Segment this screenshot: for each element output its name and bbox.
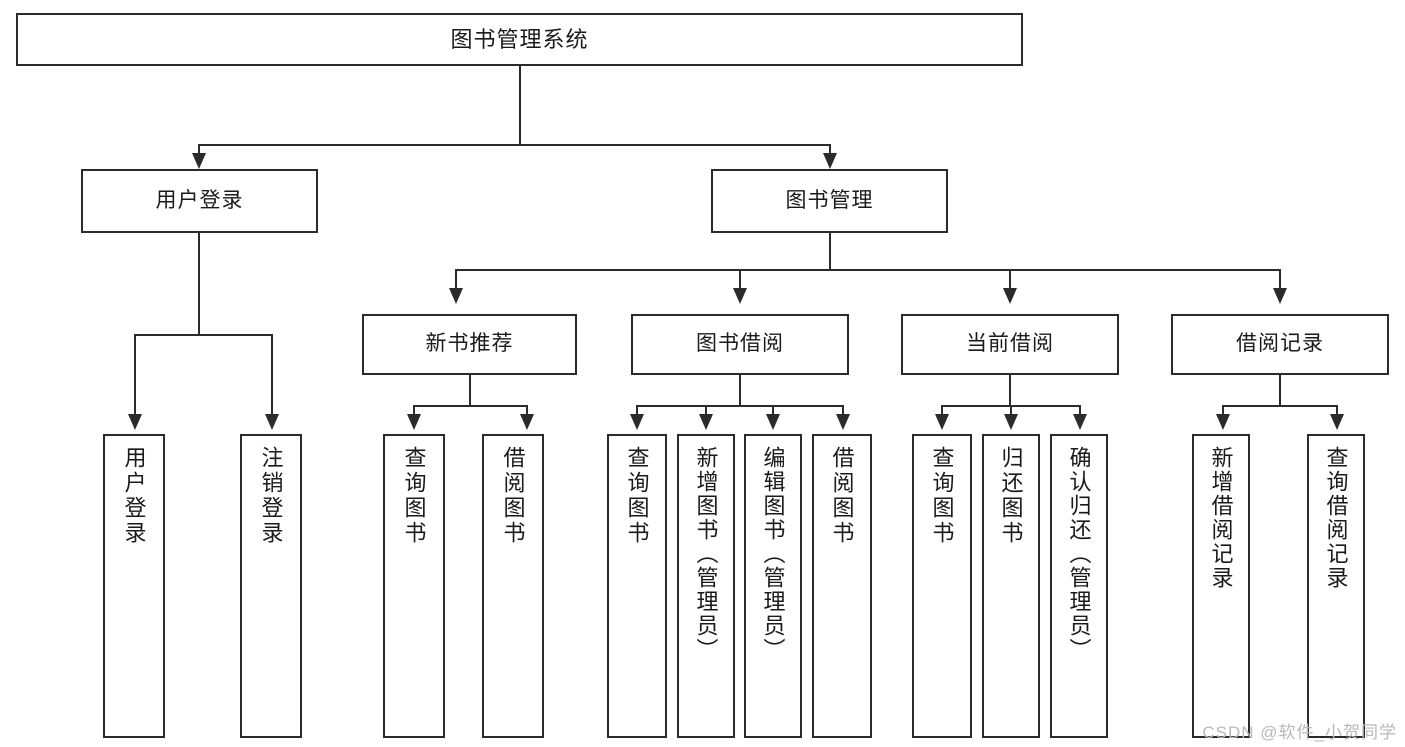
- node-label: 确认归还（管理员）: [1066, 446, 1092, 662]
- connector-book-mgmt-drop-2: [739, 269, 741, 291]
- node-label: 查询图书: [929, 446, 955, 546]
- arrow-book-mgmt-child-4: [1273, 288, 1287, 304]
- connector-book-borrow-stem: [739, 375, 741, 406]
- connector-user-login-drop-1: [134, 334, 136, 416]
- connector-user-login-drop-2: [271, 334, 273, 416]
- node-user-login[interactable]: 用户登录: [81, 169, 318, 233]
- connector-current-borrow-stem: [1009, 375, 1011, 406]
- arrow-current-borrow-leaf-2: [1004, 414, 1018, 430]
- node-book-borrow[interactable]: 图书借阅: [631, 314, 849, 375]
- connector-book-borrow-drop-3: [772, 405, 774, 417]
- connector-user-login-stem: [198, 233, 200, 335]
- leaf-borrow-add-book-admin[interactable]: 新增图书（管理员）: [677, 434, 735, 738]
- node-label: 归还图书: [998, 446, 1024, 546]
- connector-book-borrow-drop-4: [842, 405, 844, 417]
- node-label: 图书管理系统: [450, 26, 589, 52]
- leaf-current-return-book[interactable]: 归还图书: [982, 434, 1040, 738]
- leaf-logout-login[interactable]: 注销登录: [240, 434, 302, 738]
- leaf-record-add-record[interactable]: 新增借阅记录: [1192, 434, 1250, 738]
- arrow-current-borrow-leaf-1: [935, 414, 949, 430]
- connector-book-mgmt-stem: [829, 233, 831, 271]
- connector-new-book-bar: [413, 405, 527, 407]
- arrow-book-borrow-leaf-2: [699, 414, 713, 430]
- connector-root-bar: [198, 144, 831, 146]
- arrow-new-book-leaf-1: [407, 414, 421, 430]
- leaf-newbook-borrow-book[interactable]: 借阅图书: [482, 434, 544, 738]
- connector-current-borrow-drop-1: [941, 405, 943, 417]
- arrow-root-to-user-login: [192, 153, 206, 169]
- node-label: 当前借阅: [966, 332, 1054, 356]
- node-label: 用户登录: [121, 446, 147, 546]
- connector-book-borrow-bar: [636, 405, 843, 407]
- arrow-book-mgmt-child-1: [449, 288, 463, 304]
- connector-new-book-stem: [469, 375, 471, 406]
- connector-root-to-user-login: [198, 144, 200, 156]
- leaf-borrow-query-book[interactable]: 查询图书: [607, 434, 667, 738]
- arrow-borrow-record-leaf-2: [1330, 414, 1344, 430]
- connector-borrow-record-stem: [1279, 375, 1281, 406]
- node-label: 注销登录: [258, 446, 284, 546]
- node-new-book-recommend[interactable]: 新书推荐: [362, 314, 577, 375]
- arrow-user-login-leaf-1: [128, 414, 142, 430]
- node-label: 查询图书: [624, 446, 650, 546]
- node-book-management[interactable]: 图书管理: [711, 169, 948, 233]
- arrow-book-mgmt-child-3: [1003, 288, 1017, 304]
- arrow-user-login-leaf-2: [265, 414, 279, 430]
- node-label: 用户登录: [155, 188, 244, 212]
- connector-current-borrow-drop-3: [1079, 405, 1081, 417]
- leaf-borrow-edit-book-admin[interactable]: 编辑图书（管理员）: [744, 434, 802, 738]
- node-root-system[interactable]: 图书管理系统: [16, 13, 1023, 66]
- leaf-borrow-borrow-book[interactable]: 借阅图书: [812, 434, 872, 738]
- node-label: 借阅记录: [1236, 332, 1324, 356]
- arrow-book-mgmt-child-2: [733, 288, 747, 304]
- node-label: 新增借阅记录: [1208, 446, 1234, 590]
- node-label: 新书推荐: [425, 332, 514, 356]
- connector-book-borrow-drop-2: [705, 405, 707, 417]
- node-label: 图书管理: [785, 188, 874, 212]
- leaf-record-query-record[interactable]: 查询借阅记录: [1307, 434, 1365, 738]
- node-label: 查询借阅记录: [1323, 446, 1349, 590]
- node-label: 借阅图书: [829, 446, 855, 546]
- connector-book-mgmt-drop-1: [455, 269, 457, 291]
- watermark-text: CSDN @软件_小贺同学: [1202, 723, 1397, 742]
- leaf-newbook-query-book[interactable]: 查询图书: [383, 434, 445, 738]
- node-label: 新增图书（管理员）: [693, 446, 719, 662]
- connector-root-stem: [519, 66, 521, 145]
- arrow-new-book-leaf-2: [520, 414, 534, 430]
- connector-new-book-drop-1: [413, 405, 415, 417]
- leaf-current-confirm-return-admin[interactable]: 确认归还（管理员）: [1050, 434, 1108, 738]
- connector-book-mgmt-drop-4: [1279, 269, 1281, 291]
- leaf-user-login[interactable]: 用户登录: [103, 434, 165, 738]
- connector-root-to-book-mgmt: [829, 144, 831, 156]
- arrow-borrow-record-leaf-1: [1216, 414, 1230, 430]
- node-current-borrow[interactable]: 当前借阅: [901, 314, 1119, 375]
- connector-current-borrow-drop-2: [1010, 405, 1012, 417]
- connector-borrow-record-drop-2: [1336, 405, 1338, 417]
- leaf-current-query-book[interactable]: 查询图书: [912, 434, 972, 738]
- connector-user-login-bar: [134, 334, 273, 336]
- connector-book-borrow-drop-1: [636, 405, 638, 417]
- arrow-current-borrow-leaf-3: [1073, 414, 1087, 430]
- arrow-book-borrow-leaf-4: [836, 414, 850, 430]
- node-label: 图书借阅: [696, 332, 784, 356]
- connector-book-mgmt-drop-3: [1009, 269, 1011, 291]
- node-borrow-record[interactable]: 借阅记录: [1171, 314, 1389, 375]
- connector-new-book-drop-2: [526, 405, 528, 417]
- connector-borrow-record-drop-1: [1222, 405, 1224, 417]
- node-label: 查询图书: [401, 446, 427, 546]
- arrow-book-borrow-leaf-1: [630, 414, 644, 430]
- arrow-book-borrow-leaf-3: [766, 414, 780, 430]
- node-label: 编辑图书（管理员）: [760, 446, 786, 662]
- connector-borrow-record-bar: [1222, 405, 1337, 407]
- connector-book-mgmt-bar: [455, 269, 1281, 271]
- node-label: 借阅图书: [500, 446, 526, 546]
- arrow-root-to-book-mgmt: [823, 153, 837, 169]
